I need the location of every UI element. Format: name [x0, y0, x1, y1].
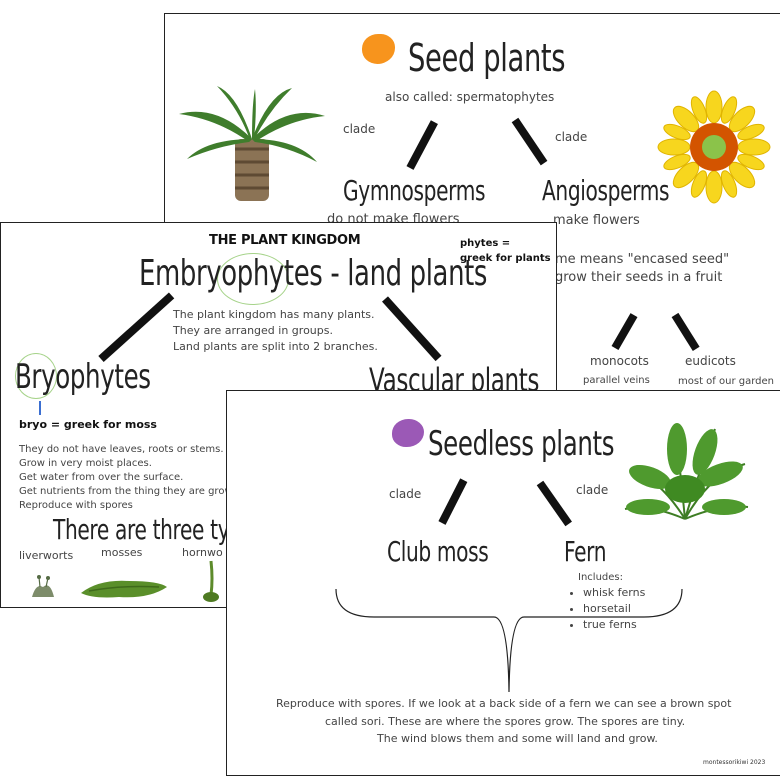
fact-4: Get nutrients from the thing they are gr…: [19, 486, 233, 497]
branch-line-fern: [536, 480, 572, 527]
seedless-desc-2: called sori. These are where the spores …: [325, 715, 686, 728]
angiosperms-title: Angiosperms: [542, 174, 670, 207]
seedless-desc-1: Reproduce with spores. If we look at a b…: [276, 697, 732, 710]
eudicots-label: eudicots: [685, 354, 736, 368]
clade-label-right: clade: [576, 483, 609, 497]
monocots-label: monocots: [590, 354, 649, 368]
green-circle-bryo: [15, 353, 57, 399]
seed-plants-title: Seed plants: [408, 36, 566, 80]
embryophytes-title: Embryophytes - land plants: [139, 253, 488, 294]
monocots-note: parallel veins: [583, 375, 650, 386]
angiosperms-note: make flowers: [553, 213, 640, 228]
branch-line-left: [406, 120, 438, 170]
branch-line-vascular: [382, 296, 442, 362]
clade-label-left: clade: [389, 487, 422, 501]
clade-label-right: clade: [555, 130, 588, 144]
angiosperms-desc-1: me means "encased seed": [555, 252, 730, 267]
intro-line-3: Land plants are split into 2 branches.: [173, 340, 378, 353]
liverwort-icon: [32, 575, 54, 597]
gymnosperms-title: Gymnosperms: [343, 174, 486, 207]
intro-line-1: The plant kingdom has many plants.: [173, 308, 375, 321]
seedless-plants-card: Seedless plants clade clade Club moss Fe…: [226, 390, 780, 776]
list-item: whisk ferns: [583, 586, 645, 599]
branch-line-monocots: [611, 313, 638, 350]
bryo-pointer-line: [39, 401, 41, 415]
angiosperms-desc-2: grow their seeds in a fruit: [555, 270, 723, 285]
eudicots-note: most of our garden: [678, 376, 774, 387]
palm-icon: [179, 86, 325, 201]
intro-line-2: They are arranged in groups.: [173, 324, 333, 337]
fern-title: Fern: [564, 535, 607, 568]
branch-line-bryophytes: [98, 292, 175, 362]
includes-label: Includes:: [578, 572, 623, 583]
fact-3: Get water from over the surface.: [19, 472, 184, 483]
type-mosses: mosses: [101, 546, 143, 559]
green-circle-phytes: [217, 253, 289, 305]
type-liverworts: liverworts: [19, 549, 74, 562]
fact-2: Grow in very moist places.: [19, 458, 152, 469]
bryophytes-title: Bryophytes: [15, 357, 151, 397]
type-hornworts: hornwo: [182, 546, 223, 559]
branch-line-right: [511, 117, 548, 166]
orange-blob-icon: [362, 34, 395, 64]
fern-icon: [624, 423, 749, 520]
curly-brace: [335, 588, 683, 693]
bryo-note: bryo = greek for moss: [19, 418, 157, 431]
credit-text: montessorikiwi 2023: [703, 759, 766, 766]
seedless-title: Seedless plants: [428, 424, 615, 464]
list-item: true ferns: [583, 618, 645, 631]
fact-5: Reproduce with spores: [19, 500, 133, 511]
includes-list: whisk ferns horsetail true ferns: [565, 586, 645, 631]
hornwort-icon: [203, 560, 219, 602]
purple-blob-icon: [392, 419, 424, 447]
club-moss-title: Club moss: [387, 535, 489, 568]
clade-label-left: clade: [343, 122, 376, 136]
moss-icon: [81, 580, 167, 598]
branch-line-club: [438, 478, 468, 525]
seed-plants-subtitle: also called: spermatophytes: [385, 90, 555, 104]
list-item: horsetail: [583, 602, 645, 615]
plant-kingdom-heading: THE PLANT KINGDOM: [209, 233, 361, 248]
fact-1: They do not have leaves, roots or stems.: [19, 444, 224, 455]
seedless-desc-3: The wind blows them and some will land a…: [377, 732, 658, 745]
phytes-note: phytes = greek for plants: [460, 238, 551, 264]
sunflower-icon: [657, 90, 771, 204]
branch-line-eudicots: [671, 312, 700, 352]
